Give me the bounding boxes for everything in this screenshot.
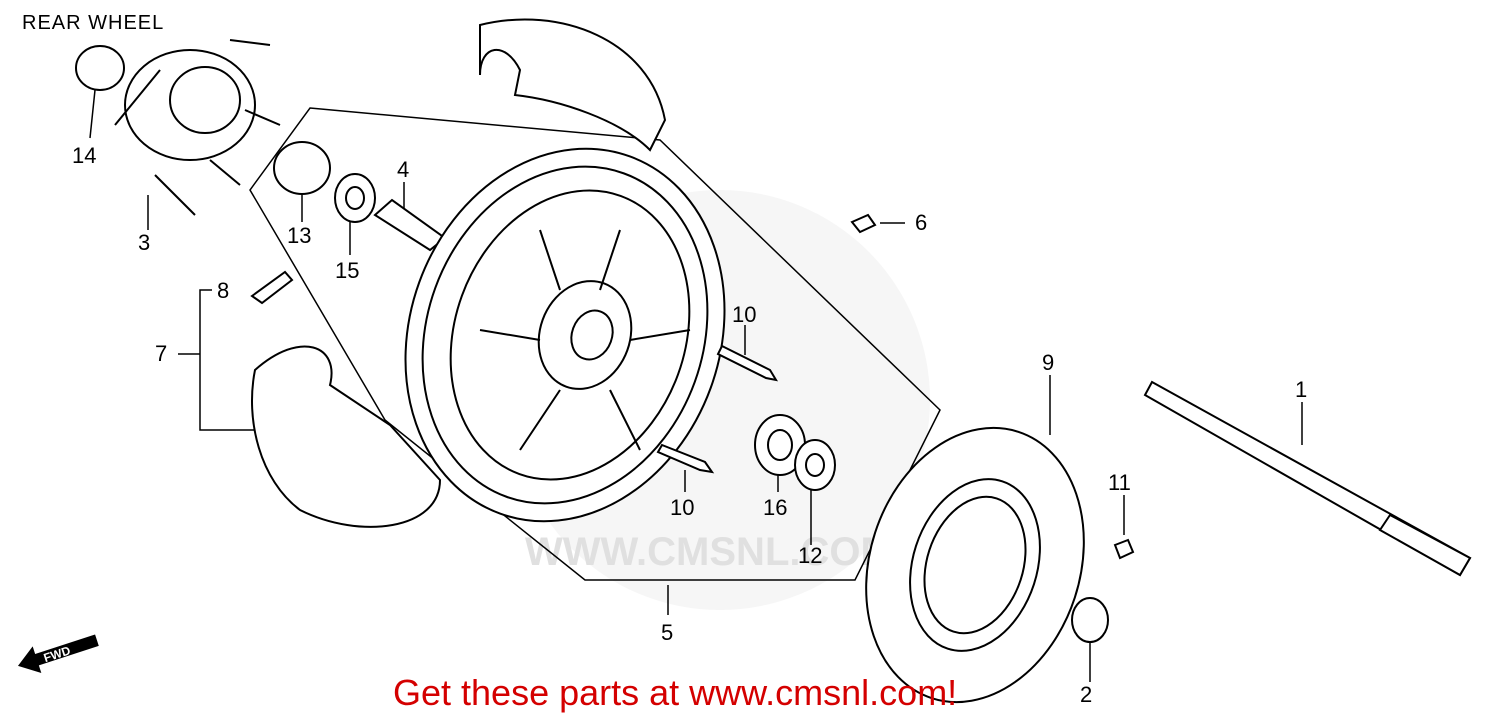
tire-upper — [479, 18, 667, 152]
part-2-collar — [1071, 597, 1109, 643]
part-15-bearing — [334, 173, 376, 223]
part-14-oring — [75, 45, 125, 91]
callout-11: 11 — [1108, 470, 1131, 495]
part-5-wheel — [404, 147, 726, 523]
footer-link[interactable]: Get these parts at www.cmsnl.com! — [393, 672, 958, 713]
assembly-outline — [249, 107, 941, 581]
callout-15: 15 — [335, 258, 359, 283]
callout-5: 5 — [661, 620, 673, 645]
part-7-bracket — [199, 289, 262, 431]
callout-1: 1 — [1295, 377, 1307, 402]
part-8-valve — [250, 270, 294, 305]
callout-8: 8 — [217, 278, 229, 303]
callout-4: 4 — [397, 157, 409, 182]
callout-2: 2 — [1080, 682, 1092, 707]
part-11-nut — [1113, 538, 1135, 560]
callout-7: 7 — [155, 341, 167, 366]
diagram-title: REAR WHEEL — [22, 12, 165, 34]
tire-lower — [251, 345, 442, 528]
part-3-hub — [114, 39, 281, 216]
fwd-arrow-icon: FWD — [17, 634, 99, 673]
callout-13: 13 — [287, 223, 311, 248]
part-10-bolt-upper — [716, 344, 779, 382]
callout-9: 9 — [1042, 350, 1054, 375]
watermark-text: WWW.CMSNL.COM — [525, 530, 894, 574]
callout-16: 16 — [763, 495, 787, 520]
callout-labels: 1 2 3 4 5 6 7 8 9 10 10 11 12 13 14 15 1… — [72, 143, 1307, 707]
part-4-spacer — [373, 198, 447, 252]
callout-10-lower: 10 — [670, 495, 694, 520]
part-1-axle — [1143, 380, 1472, 577]
part-13-oring — [273, 141, 331, 195]
part-9-brake-disc — [865, 426, 1085, 704]
part-6-valve-cap — [850, 213, 877, 234]
callout-6: 6 — [915, 210, 927, 235]
callout-10-upper: 10 — [732, 302, 756, 327]
callout-14: 14 — [72, 143, 96, 168]
callout-3: 3 — [138, 230, 150, 255]
part-12-bearing — [794, 439, 836, 491]
fwd-label: FWD — [42, 643, 73, 665]
callout-12: 12 — [798, 543, 822, 568]
part-10-bolt-lower — [656, 443, 715, 474]
